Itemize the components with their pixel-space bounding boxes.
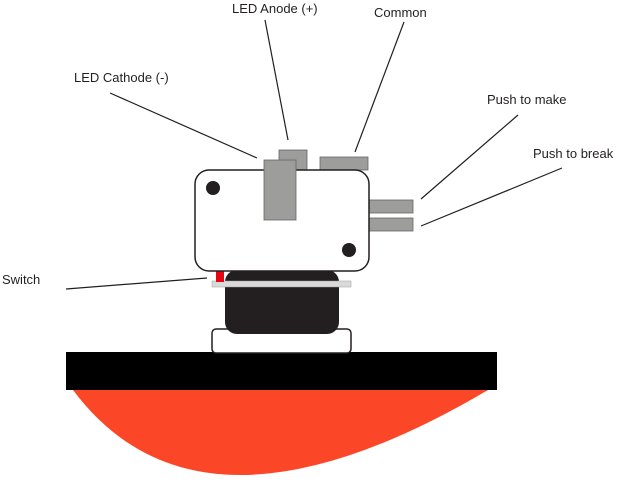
leader-push-to-make [420,114,519,200]
common-pin [319,156,369,171]
push-to-make-pin [367,199,414,214]
switch-plate [211,280,352,288]
leader-common [354,21,405,153]
switch-actuator [216,269,224,282]
mounting-hole-left [206,181,220,195]
label-led-anode: LED Anode (+) [232,1,318,16]
leader-led-anode [264,19,289,141]
label-led-cathode: LED Cathode (-) [74,70,169,85]
leader-push-to-break [420,167,563,227]
label-common: Common [374,5,427,20]
black-base [66,352,497,390]
mounting-hole-right [342,243,356,257]
black-plunger [225,270,339,334]
leader-led-cathode [109,92,258,159]
led-cathode-pin [263,159,297,221]
label-push-to-make: Push to make [487,92,567,107]
label-push-to-break: Push to break [533,146,614,161]
push-to-break-pin [367,217,414,232]
leader-switch [65,277,208,290]
label-switch: Switch [2,272,40,287]
red-dome [73,390,488,475]
